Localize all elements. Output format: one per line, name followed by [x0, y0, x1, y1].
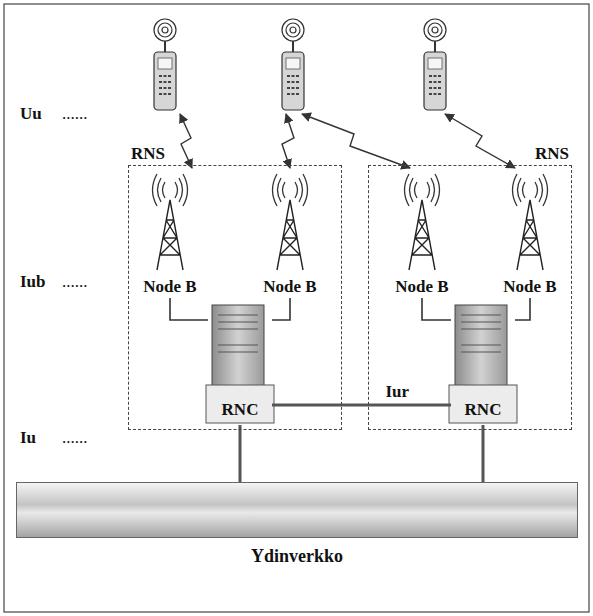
server-icon	[206, 385, 274, 423]
mobile-phone	[154, 19, 176, 110]
radio-link	[302, 114, 410, 168]
radio-link	[180, 114, 515, 168]
connector-line	[422, 298, 451, 320]
region-heading: RNS	[131, 144, 165, 164]
server-icon	[206, 305, 517, 423]
base-station: Node B	[500, 276, 559, 298]
server-icon	[218, 315, 258, 352]
connector-line	[170, 298, 208, 320]
interface-label: Uu	[20, 104, 42, 124]
subsystem-region: RNSNode BNode BRNC	[128, 165, 342, 430]
mobile-phone	[282, 19, 304, 110]
connector-line	[515, 298, 530, 320]
antenna-tower	[153, 174, 188, 270]
dot-leader: ......	[62, 272, 88, 292]
base-station: Node B	[140, 276, 199, 298]
radio-link	[282, 114, 294, 168]
node-label: Ydinverkko	[251, 546, 343, 567]
interface-label: Iur	[383, 382, 411, 402]
antenna-tower	[405, 174, 440, 270]
dot-leader: ......	[62, 104, 88, 124]
node-label: Node B	[263, 277, 316, 297]
node-label: RNC	[222, 400, 259, 420]
dot-leader: ......	[62, 428, 88, 448]
core-band	[16, 482, 578, 538]
server-icon	[449, 385, 517, 423]
server-icon	[212, 305, 264, 387]
region-heading: RNS	[535, 144, 569, 164]
radio-link	[445, 114, 515, 168]
interface-label: Iu	[20, 428, 36, 448]
server-icon	[455, 305, 507, 387]
mobile-phone	[424, 19, 446, 110]
connector-line	[239, 425, 242, 482]
node-label: Node B	[503, 277, 556, 297]
frame	[4, 4, 589, 612]
connector-line	[482, 425, 485, 482]
base-station: Node B	[392, 276, 451, 298]
node-label: Node B	[143, 277, 196, 297]
radio-controller: RNC	[208, 305, 272, 425]
core-network-band: Ydinverkko	[16, 482, 578, 592]
node-label: Node B	[395, 277, 448, 297]
mobile-phone	[154, 19, 446, 110]
antenna-tower	[513, 174, 548, 270]
base-station: Node B	[260, 276, 319, 298]
radio-controller: RNC	[451, 305, 515, 425]
antenna-tower	[273, 174, 308, 270]
interface-label: Iub	[20, 272, 46, 292]
radio-link	[180, 114, 192, 168]
server-icon	[461, 315, 501, 352]
node-label: RNC	[465, 400, 502, 420]
connector-line	[272, 298, 290, 320]
connector-line	[272, 404, 451, 407]
antenna-tower	[153, 174, 548, 270]
